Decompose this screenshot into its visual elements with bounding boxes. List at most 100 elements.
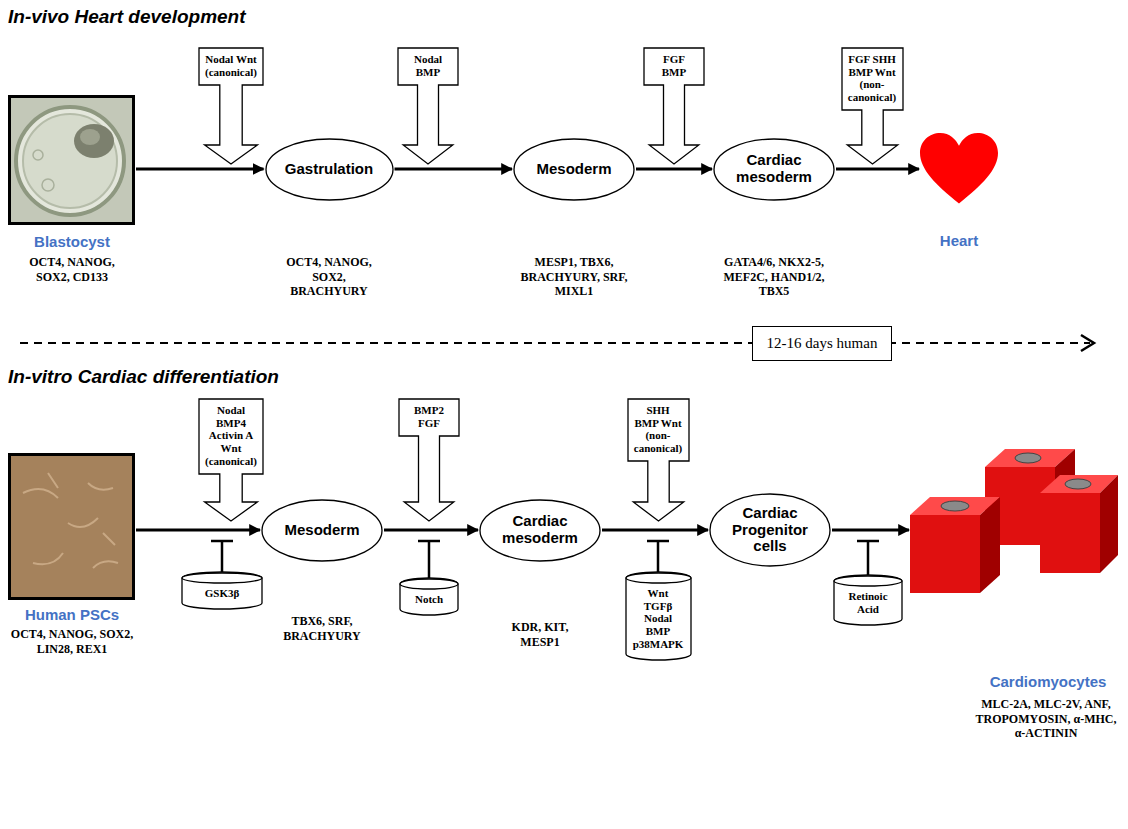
inhibition-stem (221, 541, 224, 573)
inhibition-bar (418, 540, 440, 543)
diagram-title: In-vivo Heart development (8, 6, 246, 29)
inhibitor-cylinder: Notch (399, 578, 459, 615)
inhibition-bar (211, 540, 233, 543)
ellipse-shape-part (262, 500, 382, 561)
marker-list: GATA4/6, NKX2-5, MEF2C, HAND1/2, TBX5 (714, 255, 834, 299)
stage-name: Human PSCs (25, 606, 119, 624)
callout-arrow-shape-part (199, 48, 263, 164)
blast-illustration-part (80, 129, 100, 145)
inhibitor-name: Wnt TGFβ Nodal BMP p38MAPK (633, 587, 684, 650)
timeline-dashed-line (20, 342, 1090, 344)
callout-arrow-shape-part (199, 399, 263, 521)
node-label: Mesoderm (284, 522, 359, 539)
callout-arrow-shape-part (842, 48, 903, 164)
flow-arrow (395, 168, 513, 171)
flow-arrow (136, 168, 264, 171)
signal-list: Nodal Wnt (canonical) (205, 53, 257, 78)
callout-arrow-shape-part (398, 48, 458, 164)
illustration-node: Cardiomyocytes (910, 445, 1120, 595)
inhibitor-name: Retinoic Acid (848, 590, 887, 615)
timeline-arrowhead (1081, 335, 1094, 351)
ellipse-shape-part (710, 494, 830, 566)
cells-illustration-part (910, 515, 980, 593)
blast-illustration-part (33, 150, 43, 160)
cells-illustration-part (941, 501, 969, 511)
illustration-node: Blastocyst (8, 95, 135, 225)
flow-arrow (636, 168, 712, 171)
inhibitor-name: Notch (415, 593, 443, 606)
node-label: Cardiac mesoderm (736, 152, 812, 186)
stage-name: Cardiomyocytes (990, 673, 1107, 691)
cells-illustration-part (1100, 475, 1118, 573)
section-heading: In-vitro Cardiac differentiation (8, 366, 279, 389)
inhibition-stem (867, 541, 870, 576)
stage-ellipse: Cardiac mesoderm (713, 138, 835, 201)
node-label: 12-16 days human (753, 327, 892, 360)
inhibition-stem (657, 541, 660, 573)
signal-list: FGF SHH BMP Wnt (non-canonical) (848, 53, 896, 104)
signal-callout: FGF SHH BMP Wnt (non-canonical) (841, 47, 904, 165)
callout-arrow-shape-part (644, 48, 704, 164)
marker-list: OCT4, NANOG, SOX2, CD133 (17, 255, 127, 284)
flow-arrow (136, 529, 260, 532)
psc-illustration (8, 453, 135, 600)
signal-list: FGF BMP (662, 53, 686, 78)
stage-ellipse: Cardiac Progenitor cells (709, 493, 831, 567)
inhibitor-cylinder: Retinoic Acid (833, 575, 903, 625)
ellipse-shape-part (714, 139, 834, 200)
cylinder-shape-part (834, 575, 902, 625)
node-label: Cardiac Progenitor cells (732, 505, 808, 555)
timeline-box: 12-16 days human (752, 326, 893, 361)
flow-arrow (832, 529, 909, 532)
psc-illustration-part (23, 473, 118, 568)
signal-callout: BMP2 FGF (398, 398, 460, 522)
marker-list: KDR, KIT, MESP1 (500, 620, 580, 649)
marker-list: OCT4, NANOG, SOX2, LIN28, REX1 (5, 627, 140, 656)
node-label: Mesoderm (536, 161, 611, 178)
cells-illustration-part (980, 497, 1000, 593)
flow-arrow (602, 529, 708, 532)
cylinder-shape-part (182, 572, 262, 609)
signal-list: Nodal BMP (414, 53, 442, 78)
heart-illustration-part (920, 133, 998, 203)
cylinder-shape-part (400, 579, 458, 589)
inhibitor-cylinder: Wnt TGFβ Nodal BMP p38MAPK (625, 572, 692, 660)
callout-arrow-shape-part (399, 399, 459, 521)
signal-list: BMP2 FGF (414, 404, 444, 429)
stage-ellipse: Mesoderm (261, 499, 383, 562)
psc-illustration-part (10, 455, 134, 599)
stage-ellipse: Mesoderm (513, 138, 635, 201)
blast-illustration (8, 95, 135, 225)
cylinder-shape-part (400, 578, 458, 615)
signal-callout: Nodal BMP (397, 47, 459, 165)
inhibitor-cylinder: GSK3β (181, 572, 263, 609)
marker-list: MESP1, TBX6, BRACHYURY, SRF, MIXL1 (519, 255, 629, 299)
signal-callout: Nodal BMP4 Activin A Wnt (canonical) (198, 398, 264, 522)
inhibitor-name: GSK3β (205, 587, 240, 600)
signal-callout: Nodal Wnt (canonical) (198, 47, 264, 165)
ellipse-shape-part (514, 139, 634, 200)
flow-arrow (384, 529, 478, 532)
ellipse-shape-part (266, 139, 393, 200)
cells-illustration-part (1040, 493, 1100, 573)
marker-list: OCT4, NANOG, SOX2, BRACHYURY (279, 255, 379, 299)
signal-callout: FGF BMP (643, 47, 705, 165)
blast-illustration-part (42, 179, 54, 191)
inhibition-bar (647, 540, 669, 543)
blast-illustration-part (10, 97, 134, 224)
stage-name: Blastocyst (34, 233, 110, 251)
stage-ellipse: Gastrulation (265, 138, 394, 201)
node-label: Cardiac mesoderm (502, 513, 578, 547)
node-label: Gastrulation (285, 161, 373, 178)
inhibition-stem (428, 541, 431, 579)
cylinder-shape-part (626, 573, 691, 583)
signal-list: Nodal BMP4 Activin A Wnt (canonical) (205, 404, 257, 467)
callout-arrow-shape (398, 398, 460, 522)
heart-illustration (920, 133, 998, 205)
callout-arrow-shape (627, 398, 690, 522)
cells-illustration (910, 445, 1120, 595)
stage-ellipse: Cardiac mesoderm (479, 499, 601, 562)
callout-arrow-shape-part (628, 399, 689, 521)
